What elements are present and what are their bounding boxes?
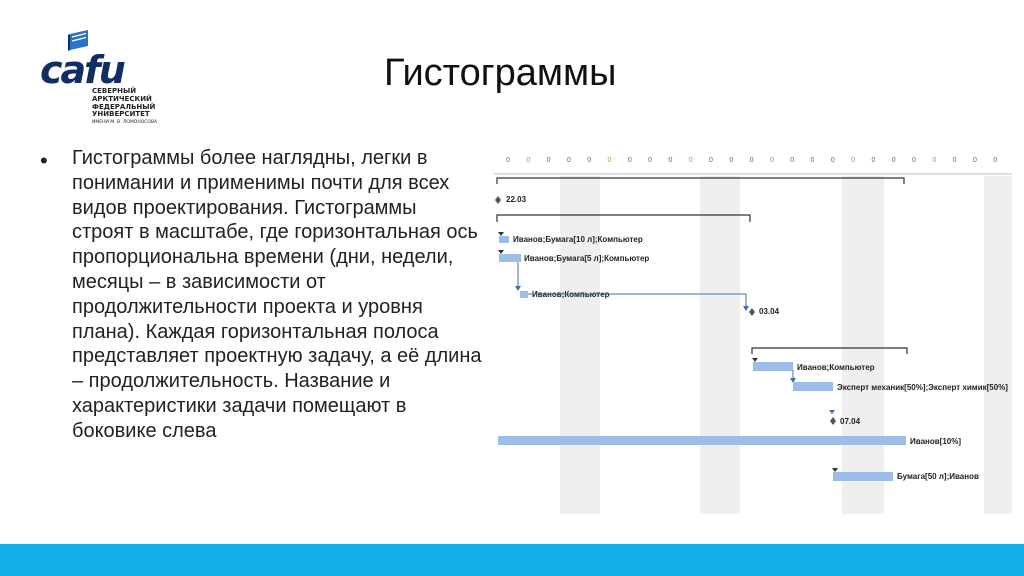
gantt-chart: 0 0 0 0 0 0 0 0 0 0 0 0 0 0 0 0 0 0 0 0 0 0 0 0 0 22.03 Иванов;Б… bbox=[494, 157, 1012, 514]
header-tick: 0 bbox=[851, 157, 855, 164]
header-tick: 0 bbox=[547, 157, 551, 164]
book-icon bbox=[68, 30, 88, 51]
task-marker bbox=[498, 250, 504, 254]
task-label: Иванов;Бумага[10 л];Компьютер bbox=[513, 235, 643, 244]
header-tick: 0 bbox=[506, 157, 510, 164]
header-tick: 0 bbox=[811, 157, 815, 164]
header-tick: 0 bbox=[750, 157, 754, 164]
bullet-marker: • bbox=[40, 148, 48, 173]
milestone-diamond bbox=[830, 417, 836, 425]
logo-line-2: Арктический bbox=[92, 94, 152, 103]
task-label: Бумага[50 л];Иванов bbox=[897, 472, 979, 481]
header-tick: 0 bbox=[567, 157, 571, 164]
task-marker bbox=[498, 232, 504, 236]
slide-title: Гистограммы bbox=[384, 52, 617, 94]
dependency-line bbox=[528, 293, 747, 308]
task-bar bbox=[499, 254, 521, 262]
header-tick: 0 bbox=[668, 157, 672, 164]
footer-bar bbox=[0, 544, 1024, 576]
task-bar bbox=[793, 382, 833, 391]
header-tick: 0 bbox=[912, 157, 916, 164]
milestone-diamond bbox=[495, 196, 501, 204]
milestone-label: 22.03 bbox=[506, 195, 527, 204]
shade-column bbox=[700, 176, 740, 514]
dependency-arrow bbox=[829, 410, 835, 414]
bullet-text: Гистограммы более наглядны, легки в пони… bbox=[72, 147, 482, 442]
summary-bracket bbox=[751, 347, 908, 354]
header-tick: 0 bbox=[770, 157, 774, 164]
header-tick: 0 bbox=[689, 157, 693, 164]
logo-line-4: университет bbox=[92, 110, 150, 119]
header-tick: 0 bbox=[871, 157, 875, 164]
task-label: Иванов;Бумага[5 л];Компьютер bbox=[524, 254, 649, 263]
task-label: Иванов;Компьютер bbox=[797, 363, 875, 372]
header-tick: 0 bbox=[608, 157, 612, 164]
dependency-arrow bbox=[790, 378, 796, 383]
header-tick: 0 bbox=[648, 157, 652, 164]
task-marker bbox=[752, 358, 758, 362]
logo-line-1: Северный bbox=[92, 87, 137, 95]
header-tick: 0 bbox=[709, 157, 713, 164]
header-tick: 0 bbox=[973, 157, 977, 164]
task-bar bbox=[499, 236, 509, 243]
header-tick: 0 bbox=[526, 157, 530, 164]
shade-column bbox=[842, 176, 884, 514]
shade-column bbox=[984, 176, 1012, 514]
logo-line-3: федеральный bbox=[92, 102, 156, 111]
header-tick: 0 bbox=[628, 157, 632, 164]
task-marker bbox=[832, 468, 838, 472]
header-tick: 0 bbox=[729, 157, 733, 164]
milestone-label: 03.04 bbox=[759, 307, 780, 316]
task-bar bbox=[498, 436, 906, 445]
logo-text: Северный Арктический федеральный универс… bbox=[92, 87, 192, 127]
dependency-arrow bbox=[743, 306, 749, 311]
summary-bracket bbox=[496, 214, 751, 222]
header-tick: 0 bbox=[993, 157, 997, 164]
logo-word: cafu bbox=[40, 48, 126, 92]
task-bar bbox=[520, 291, 528, 298]
summary-bracket bbox=[496, 177, 905, 184]
header-tick: 0 bbox=[790, 157, 794, 164]
task-bar bbox=[753, 362, 793, 371]
header-ticks: 0 0 0 0 0 0 0 0 0 0 0 0 0 0 0 0 0 0 0 0 0 0 0 0 0 bbox=[506, 157, 997, 164]
header-tick: 0 bbox=[587, 157, 591, 164]
task-label: Эксперт механик[50%];Эксперт химик[50%] bbox=[837, 383, 1008, 392]
milestone-diamond bbox=[749, 308, 755, 316]
university-logo: cafu Северный Арктический федеральный ун… bbox=[40, 28, 157, 138]
task-label: Иванов[10%] bbox=[910, 437, 961, 446]
header-tick: 0 bbox=[953, 157, 957, 164]
header-tick: 0 bbox=[932, 157, 936, 164]
dependency-arrow bbox=[515, 286, 521, 291]
milestone-label: 07.04 bbox=[840, 417, 861, 426]
shade-column bbox=[560, 176, 600, 514]
logo-sub: имени М. В. Ломоносова bbox=[92, 120, 158, 126]
header-tick: 0 bbox=[831, 157, 835, 164]
header-tick: 0 bbox=[892, 157, 896, 164]
task-bar bbox=[833, 472, 893, 481]
